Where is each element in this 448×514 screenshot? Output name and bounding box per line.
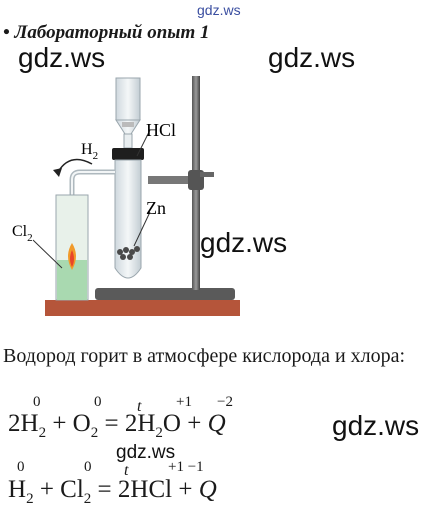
- stand-clamp: [148, 176, 194, 184]
- label-cl2: Cl2: [12, 223, 33, 244]
- ox-state-h-left: 0: [33, 394, 41, 410]
- watermark-large-4: gdz.ws: [332, 410, 420, 441]
- ox-state-h2-left: 0: [17, 459, 25, 475]
- ox-state-o-left: 0: [94, 394, 102, 410]
- watermark-large-2: gdz.ws: [268, 42, 356, 73]
- ox-state-cl-left: 0: [84, 459, 92, 475]
- rubber-stopper: [112, 148, 144, 160]
- ox-state-h-right: +1: [176, 394, 192, 410]
- ox-state-o-right: −2: [217, 394, 233, 410]
- equation-hcl: H2 + Cl2 = 2HCl + Q: [8, 476, 217, 507]
- label-hcl: HCl: [146, 120, 176, 140]
- lab-apparatus-figure: HCl H2 Zn Cl2: [12, 76, 240, 316]
- dropping-funnel: [115, 77, 141, 121]
- label-h2: H2: [81, 141, 98, 162]
- reaction-test-tube: [114, 159, 142, 279]
- table-surface: [45, 300, 240, 316]
- watermark-large-1: gdz.ws: [18, 42, 106, 73]
- label-zn: Zn: [146, 198, 166, 218]
- stand-base: [95, 288, 235, 300]
- condition-t: t: [137, 398, 142, 415]
- watermark-top: gdz.ws: [197, 2, 241, 18]
- watermark-small: gdz.ws: [116, 442, 176, 463]
- page-heading: • Лабораторный опыт 1: [3, 22, 210, 43]
- equation-water: 2H2 + O2 = 2H2O + Q: [8, 410, 226, 441]
- condition-t-2: t: [124, 462, 129, 479]
- zinc-granules: [117, 246, 140, 260]
- watermark-large-3: gdz.ws: [200, 227, 288, 258]
- ox-state-hcl: +1 −1: [168, 459, 204, 475]
- reaction-description: Водород горит в атмосфере кислорода и хл…: [3, 345, 406, 367]
